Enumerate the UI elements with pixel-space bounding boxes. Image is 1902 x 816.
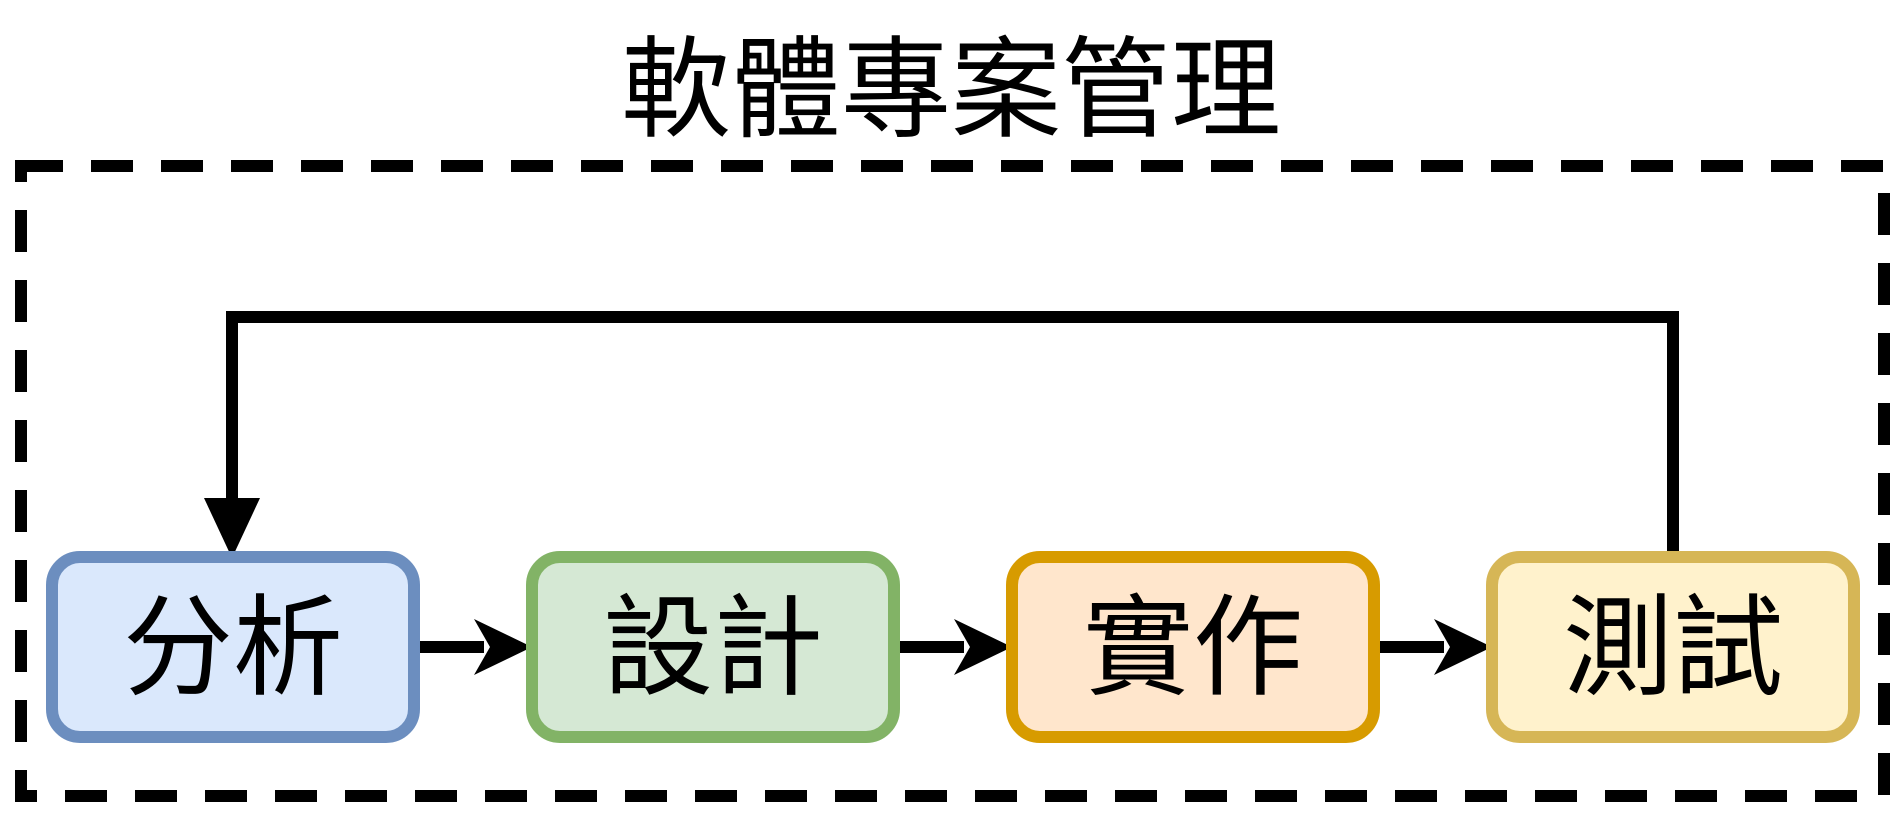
node-design-label: 設計 [603,584,823,712]
arrow-implementation-testing-head-icon [1434,619,1492,675]
node-testing: 測試 [1486,551,1860,743]
node-design: 設計 [526,551,900,743]
project-boundary [15,160,1890,802]
node-analysis: 分析 [46,551,420,743]
arrow-analysis-design-head-icon [474,619,532,675]
arrow-design-implementation-head-icon [954,619,1012,675]
node-analysis-label: 分析 [123,584,343,712]
node-testing-label: 測試 [1563,584,1783,712]
node-implementation-box [1006,551,1380,743]
node-analysis-box [46,551,420,743]
diagram-title: 軟體專案管理 [621,26,1281,154]
node-testing-box [1486,551,1860,743]
node-implementation-label: 實作 [1083,584,1303,712]
node-design-box [526,551,900,743]
feedback-loop-line [226,311,1679,553]
feedback-arrowhead-icon [204,498,260,558]
node-implementation: 實作 [1006,551,1380,743]
